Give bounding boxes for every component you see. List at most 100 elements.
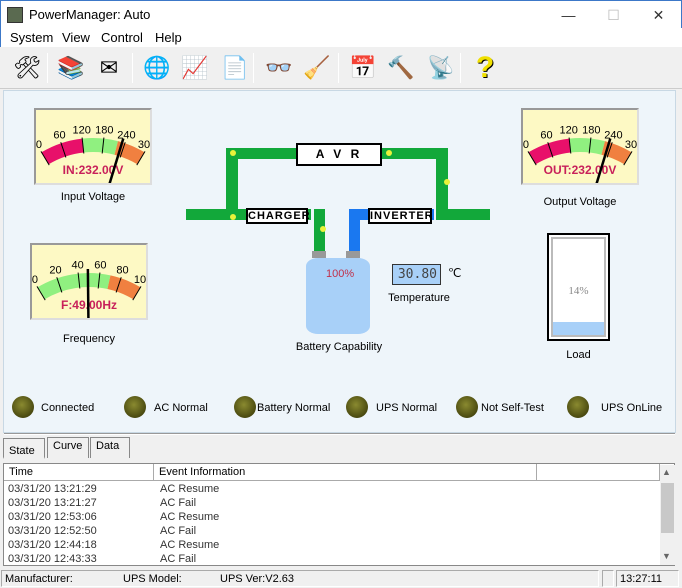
status-indicator-light — [567, 396, 589, 418]
divider — [4, 433, 675, 435]
input-voltage-gauge: 060120180240300IN:232.00V — [34, 108, 156, 214]
status-indicator-label: AC Normal — [154, 402, 208, 414]
tab-state[interactable]: State — [3, 438, 45, 459]
gauge-scale-label: 300 — [625, 139, 637, 151]
tab-data[interactable]: Data — [90, 437, 130, 458]
minimize-button[interactable]: — — [561, 7, 576, 23]
flow-dot — [386, 150, 392, 156]
avr-right-line — [436, 148, 448, 218]
gauge-readout: OUT:232.00V — [544, 163, 617, 177]
line-chart-icon[interactable]: 📈 — [181, 55, 209, 80]
scroll-thumb[interactable] — [661, 483, 674, 533]
status-indicator-label: Battery Normal — [257, 402, 331, 414]
help-icon[interactable]: ? — [475, 51, 495, 84]
gauge-scale-label: 40 — [72, 260, 84, 272]
flow-dot — [444, 179, 450, 185]
avr-left-line — [226, 148, 238, 218]
avr-box: A V R — [296, 143, 382, 166]
status-indicator-light — [124, 396, 146, 418]
event-row[interactable]: 03/31/20 13:21:29 AC Resume — [8, 483, 648, 497]
event-info: AC Fail — [160, 525, 197, 537]
status-model: UPS Model: — [123, 573, 182, 585]
charger-to-battery-line — [314, 209, 325, 252]
menu-view[interactable]: View — [62, 30, 90, 45]
gauge-scale-label: 20 — [49, 264, 61, 276]
gauge-scale-label: 180 — [95, 125, 113, 137]
temperature-display: 30.80 — [392, 264, 441, 285]
event-time: 03/31/20 13:21:29 — [8, 483, 97, 495]
menu-system[interactable]: System — [10, 30, 54, 45]
status-indicator-light — [12, 396, 34, 418]
battery-label: Battery Capability — [295, 341, 383, 353]
gauge-tick — [136, 151, 146, 166]
event-info: AC Resume — [160, 511, 220, 523]
gauge-zone — [37, 273, 111, 300]
gauge-tick — [97, 272, 101, 289]
gauge-zone — [528, 138, 571, 165]
gauge-scale-label: 300 — [138, 139, 150, 151]
gauge-readout: IN:232.00V — [63, 163, 124, 177]
settings-tools-icon[interactable]: 🛠 — [13, 55, 41, 80]
flow-dot — [320, 226, 326, 232]
event-row[interactable]: 03/31/20 12:53:06 AC Resume — [8, 511, 648, 525]
load-meter: 14% — [547, 233, 610, 341]
schedule-icon[interactable]: 📅 — [349, 55, 377, 80]
gauge-tick — [527, 151, 537, 166]
output-line — [436, 209, 490, 220]
list-document-icon[interactable]: 📄 — [221, 55, 249, 80]
event-time: 03/31/20 12:53:06 — [8, 511, 97, 523]
gauge-scale-label: 80 — [116, 264, 128, 276]
event-row[interactable]: 03/31/20 12:52:50 AC Fail — [8, 525, 648, 539]
event-time: 03/31/20 12:43:33 — [8, 553, 97, 565]
globe-notes-icon[interactable]: 🌐 — [143, 55, 171, 80]
scroll-up-icon[interactable]: ▲ — [662, 467, 671, 477]
gauge-scale-label: 120 — [559, 125, 577, 137]
status-pane — [602, 570, 614, 587]
gauge-tick — [77, 272, 81, 289]
books-icon[interactable]: 📚 — [57, 55, 85, 80]
tab-curve[interactable]: Curve — [47, 437, 89, 458]
column-header-time[interactable]: Time — [4, 464, 154, 481]
status-indicator-label: Not Self-Test — [481, 402, 544, 414]
satellite-dish-icon[interactable]: 📡 — [427, 55, 455, 80]
column-header-event[interactable]: Event Information — [154, 464, 537, 481]
battery-icon: 100% — [306, 258, 370, 334]
gauge-zone — [569, 138, 605, 155]
status-indicator-light — [346, 396, 368, 418]
toolbar-separator — [460, 53, 461, 83]
broom-icon[interactable]: 🧹 — [303, 55, 331, 80]
menu-help[interactable]: Help — [155, 30, 182, 45]
menu-bar: System View Control Help — [0, 28, 682, 47]
menu-control[interactable]: Control — [101, 30, 143, 45]
maximize-button[interactable]: ☐ — [607, 7, 620, 23]
battery-terminal — [346, 251, 360, 258]
battery-terminal — [312, 251, 326, 258]
scroll-down-icon[interactable]: ▼ — [662, 551, 671, 561]
toolbar-separator — [47, 53, 48, 83]
glasses-document-icon[interactable]: 👓 — [265, 55, 293, 80]
gauge-scale-label: 60 — [540, 129, 552, 141]
gauge-tick — [56, 277, 63, 293]
hammer-icon[interactable]: 🔨 — [387, 55, 415, 80]
gauge-tick — [60, 142, 67, 158]
envelope-icon[interactable]: ✉ — [99, 55, 119, 80]
event-info: AC Resume — [160, 483, 220, 495]
gauge-tick — [81, 137, 85, 154]
temperature-unit: ℃ — [448, 266, 462, 280]
gauge-tick — [119, 142, 126, 158]
column-header-empty[interactable] — [537, 464, 660, 481]
load-percent: 14% — [568, 285, 589, 297]
event-time: 03/31/20 12:52:50 — [8, 525, 97, 537]
status-indicator-label: UPS OnLine — [601, 402, 663, 414]
event-time: 03/31/20 12:44:18 — [8, 539, 97, 551]
gauge-zone — [82, 138, 118, 155]
gauge-tick — [588, 137, 592, 154]
close-button[interactable]: ✕ — [652, 7, 665, 23]
gauge-scale-label: 180 — [582, 125, 600, 137]
vertical-scrollbar[interactable]: ▲ ▼ — [660, 465, 675, 565]
status-panel: 060120180240300IN:232.00V Input Voltage … — [3, 90, 676, 435]
status-time: 13:27:11 — [616, 570, 679, 587]
